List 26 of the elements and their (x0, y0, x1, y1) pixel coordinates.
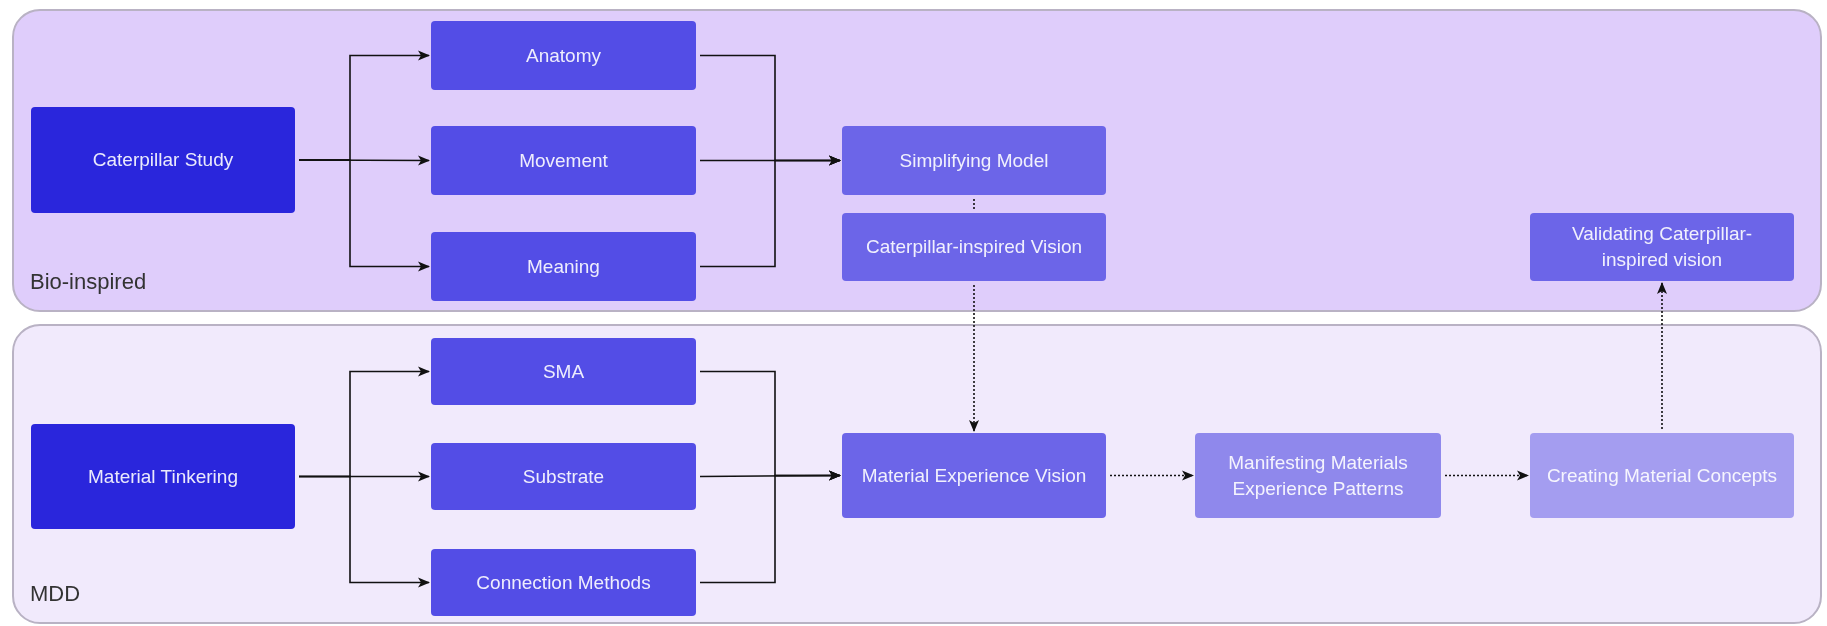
process-box: Manifesting Materials Experience Patterns (1195, 433, 1441, 518)
connector-arrow (699, 155, 841, 268)
process-box: Movement (431, 126, 696, 195)
connector-arrow (1444, 470, 1529, 481)
group-band (12, 324, 1822, 624)
process-box: Caterpillar Study (31, 107, 295, 213)
process-box: Caterpillar-inspired Vision (842, 213, 1106, 281)
process-box: Material Tinkering (31, 424, 295, 529)
connector-arrow (699, 470, 841, 584)
connector-arrow (1109, 470, 1194, 481)
connector-arrow (298, 475, 430, 588)
connector-arrow (1657, 282, 1667, 430)
process-box: Simplifying Model (842, 126, 1106, 195)
process-box: Material Experience Vision (842, 433, 1106, 518)
group-label: MDD (30, 580, 81, 608)
group-label: Bio-inspired (30, 268, 147, 296)
connector-arrow (969, 284, 979, 432)
process-box: Anatomy (431, 21, 696, 90)
process-box: Meaning (431, 232, 696, 301)
process-box: Validating Caterpillar-inspired vision (1530, 213, 1794, 281)
connector-arrow (298, 159, 430, 272)
process-box: Connection Methods (431, 549, 696, 616)
process-box: Substrate (431, 443, 696, 510)
process-box: Creating Material Concepts (1530, 433, 1794, 518)
process-box: SMA (431, 338, 696, 405)
group-band (12, 9, 1822, 312)
